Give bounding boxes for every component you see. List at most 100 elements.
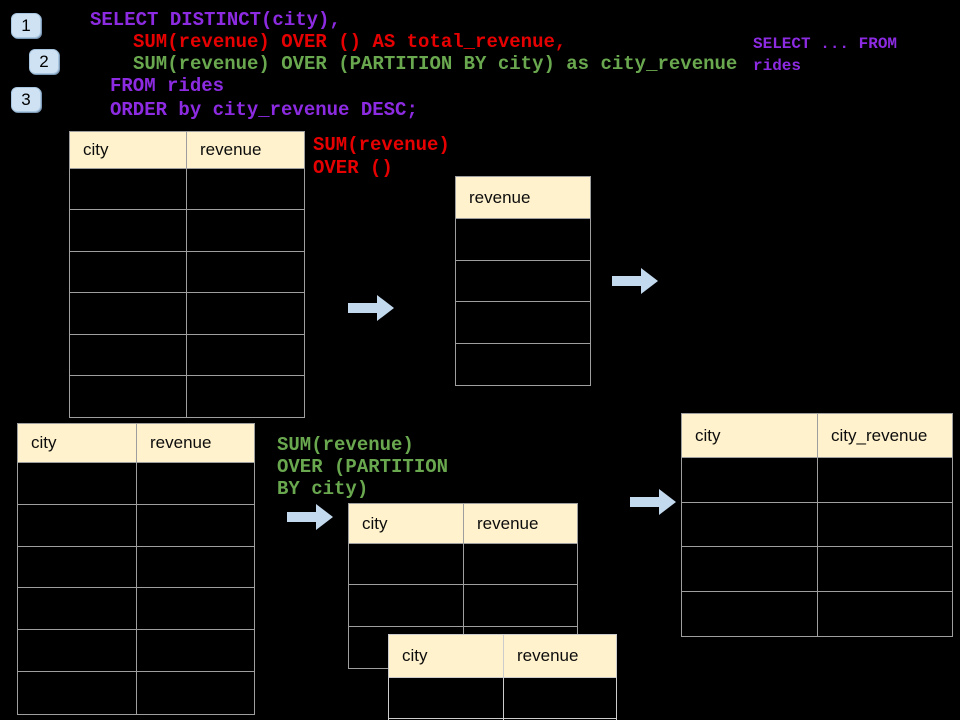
table-row <box>18 671 254 714</box>
table-row <box>70 375 304 418</box>
table-body <box>70 169 304 418</box>
table-cell <box>70 334 187 375</box>
table-cell <box>70 210 187 251</box>
table-row <box>456 302 590 344</box>
column-header-city: city <box>389 635 504 677</box>
table-row <box>349 544 577 586</box>
table-cell <box>682 547 818 591</box>
table-body <box>18 463 254 714</box>
annotation-line: OVER (PARTITION <box>277 456 449 478</box>
table-cell <box>818 458 952 502</box>
note-line: rides <box>753 57 802 75</box>
table-row <box>18 630 254 672</box>
table-cell <box>187 293 304 333</box>
arrow-right-icon <box>287 504 333 530</box>
column-header-revenue: revenue <box>469 187 531 207</box>
table-source-top: city revenue <box>69 131 305 419</box>
annotation-line: SUM(revenue) <box>277 434 414 456</box>
column-header-revenue: revenue <box>517 646 579 665</box>
table-cell <box>818 592 952 637</box>
table-cell <box>18 671 137 714</box>
table-cell <box>456 302 590 343</box>
table-row <box>70 251 304 294</box>
table-cell <box>18 630 137 671</box>
table-row <box>18 463 254 505</box>
column-header-revenue: revenue <box>150 433 212 452</box>
table-cell <box>187 252 304 292</box>
table-cell <box>18 504 137 546</box>
arrow-right-icon <box>348 295 394 321</box>
table-city-revenue-result: city city_revenue <box>681 413 953 637</box>
table-cell <box>456 344 590 386</box>
table-row <box>682 591 952 637</box>
table-cell <box>70 251 187 293</box>
table-row <box>18 588 254 631</box>
table-cell <box>349 544 464 585</box>
arrow-right-icon <box>612 268 658 294</box>
table-cell <box>18 463 137 504</box>
table-cell <box>464 544 577 584</box>
table-cell <box>187 376 304 417</box>
table-row <box>18 546 254 589</box>
code-line-sum-over: SUM(revenue) OVER () AS total_revenue, <box>133 31 567 53</box>
table-cell <box>456 219 590 260</box>
table-header-row: city revenue <box>70 132 304 169</box>
table-cell <box>137 463 254 504</box>
table-row <box>682 502 952 547</box>
table-row <box>18 504 254 547</box>
table-cell <box>818 503 952 547</box>
table-cell <box>504 678 616 718</box>
column-header-city: city <box>349 504 464 543</box>
table-body <box>389 678 616 720</box>
table-body <box>682 458 952 636</box>
table-cell <box>137 630 254 671</box>
table-row <box>70 169 304 211</box>
table-cell <box>137 505 254 546</box>
annotation-line: BY city) <box>277 478 369 500</box>
code-line-from: FROM rides <box>110 75 225 97</box>
table-row <box>70 210 304 252</box>
table-row <box>456 344 590 386</box>
table-header-row: city city_revenue <box>682 414 952 458</box>
step-badge-2: 2 <box>29 49 59 74</box>
note-line: SELECT ... FROM <box>753 35 898 53</box>
table-cell <box>18 546 137 588</box>
table-cell <box>464 585 577 625</box>
table-row <box>456 261 590 302</box>
step-badge-1: 1 <box>11 13 41 38</box>
table-cell <box>187 169 304 209</box>
code-line-sum-partition: SUM(revenue) OVER (PARTITION BY city) as… <box>133 53 738 75</box>
table-header-row: city revenue <box>18 424 254 463</box>
table-total-revenue: revenue <box>455 176 591 386</box>
column-header-city: city <box>70 132 187 168</box>
annotation-line: OVER () <box>313 157 393 179</box>
column-header-revenue: revenue <box>200 140 262 159</box>
arrow-right-icon <box>630 489 676 515</box>
column-header-city: city <box>682 414 818 457</box>
column-header-city: city <box>18 424 137 462</box>
code-line-order-by: ORDER by city_revenue DESC; <box>110 99 418 121</box>
table-cell <box>349 585 464 626</box>
table-cell <box>70 293 187 334</box>
table-cell <box>18 588 137 630</box>
table-row <box>456 219 590 261</box>
column-header-revenue: revenue <box>477 513 539 533</box>
table-cell <box>682 458 818 502</box>
table-row <box>682 547 952 592</box>
code-line-select: SELECT DISTINCT(city), <box>90 9 341 31</box>
table-cell <box>389 678 504 718</box>
table-cell <box>187 210 304 250</box>
table-row <box>349 585 577 627</box>
table-row <box>70 334 304 376</box>
table-cell <box>137 672 254 714</box>
table-cell <box>70 169 187 210</box>
table-source-bottom: city revenue <box>17 423 255 715</box>
table-cell <box>137 588 254 629</box>
table-cell <box>818 547 952 591</box>
table-partition-front: city revenue <box>388 634 617 720</box>
step-badge-3: 3 <box>11 87 41 112</box>
table-cell <box>682 502 818 546</box>
table-body <box>456 219 590 385</box>
table-cell <box>682 591 818 636</box>
